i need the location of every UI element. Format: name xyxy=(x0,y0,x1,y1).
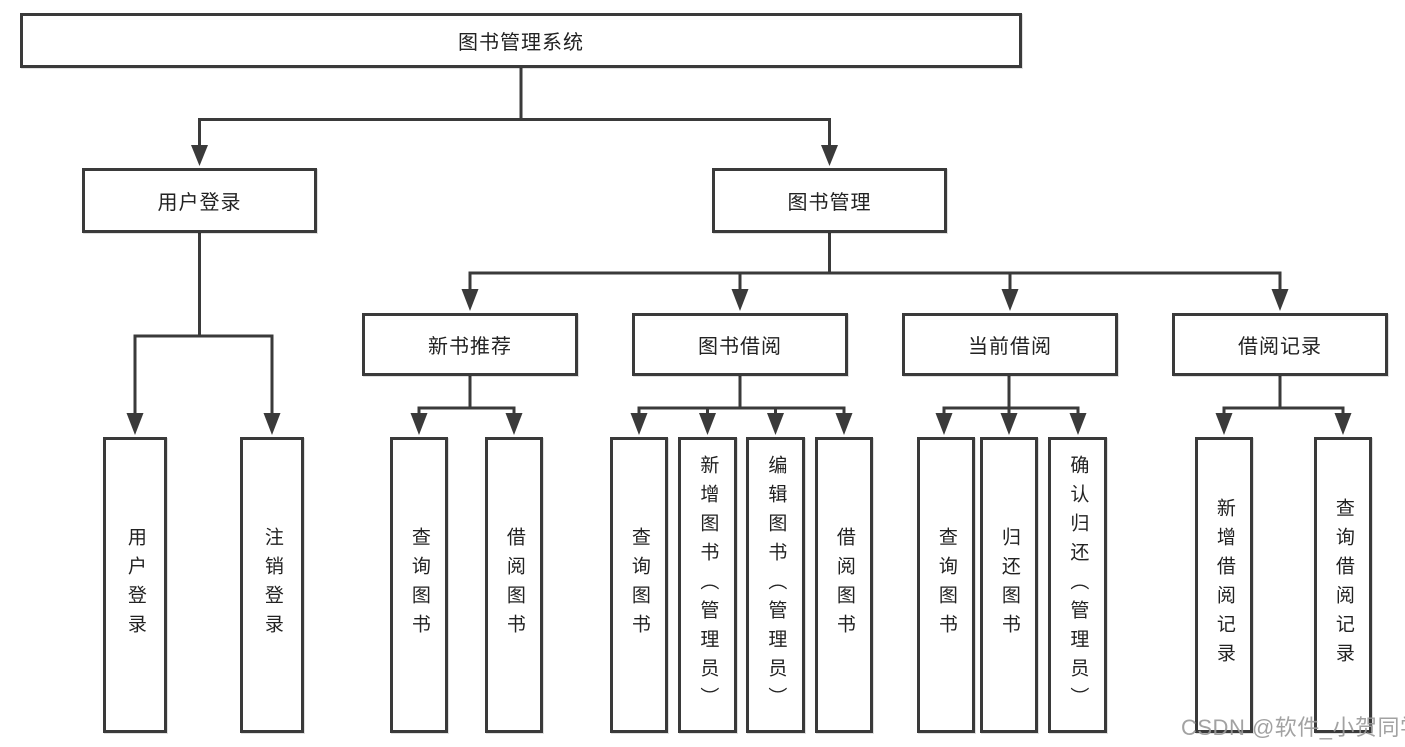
node-borrow-records: 借阅记录 xyxy=(1172,313,1388,376)
node-label: 图书借阅 xyxy=(698,336,782,358)
node-label: 用户登录 xyxy=(157,192,242,214)
leaf-label: 确认归还（管理员） xyxy=(1067,454,1089,716)
leaf-label: 归还图书 xyxy=(998,527,1020,643)
leaf-borrow-edit-book-admin: 编辑图书（管理员） xyxy=(746,437,805,733)
leaf-label: 借阅图书 xyxy=(503,527,525,643)
leaf-current-return-book: 归还图书 xyxy=(980,437,1038,733)
leaf-records-add-record: 新增借阅记录 xyxy=(1195,437,1253,733)
node-label: 图书管理系统 xyxy=(458,32,584,54)
leaf-label: 查询图书 xyxy=(408,527,430,643)
leaf-borrow-query-book: 查询图书 xyxy=(610,437,668,733)
leaf-records-query-record: 查询借阅记录 xyxy=(1314,437,1372,733)
leaf-label: 注销登录 xyxy=(261,527,283,643)
node-label: 当前借阅 xyxy=(968,336,1052,358)
leaf-current-query-book: 查询图书 xyxy=(917,437,975,733)
node-book-borrowing: 图书借阅 xyxy=(632,313,848,376)
connector-book-mgmt-to-level3 xyxy=(461,233,1289,311)
leaf-newbooks-borrow-book: 借阅图书 xyxy=(485,437,543,733)
node-label: 借阅记录 xyxy=(1238,336,1322,358)
connector-book-borrow-to-leaves xyxy=(630,376,853,435)
node-label: 新书推荐 xyxy=(428,336,512,358)
node-current-borrowing: 当前借阅 xyxy=(902,313,1118,376)
connector-user-login-to-leaves xyxy=(126,233,281,435)
leaf-label: 新增图书（管理员） xyxy=(697,454,719,716)
connector-new-books-to-leaves xyxy=(410,376,523,435)
leaf-user-login: 用户登录 xyxy=(103,437,167,733)
connector-borrow-records-to-leaves xyxy=(1215,376,1352,435)
leaf-borrow-add-book-admin: 新增图书（管理员） xyxy=(678,437,737,733)
node-user-login: 用户登录 xyxy=(82,168,317,233)
node-book-management: 图书管理 xyxy=(712,168,947,233)
leaf-current-confirm-return-admin: 确认归还（管理员） xyxy=(1048,437,1107,733)
leaf-label: 查询图书 xyxy=(628,527,650,643)
leaf-borrow-borrow-book: 借阅图书 xyxy=(815,437,873,733)
leaf-newbooks-query-book: 查询图书 xyxy=(390,437,448,733)
csdn-watermark: CSDN @软件_小贺同学 xyxy=(1181,715,1405,740)
connector-root-to-level2 xyxy=(191,66,838,166)
leaf-label: 查询借阅记录 xyxy=(1332,498,1354,672)
node-library-system: 图书管理系统 xyxy=(20,13,1022,68)
leaf-label: 新增借阅记录 xyxy=(1213,498,1235,672)
leaf-label: 借阅图书 xyxy=(833,527,855,643)
node-label: 图书管理 xyxy=(787,192,872,214)
node-new-book-recommend: 新书推荐 xyxy=(362,313,578,376)
leaf-label: 编辑图书（管理员） xyxy=(765,454,787,716)
leaf-logout-login: 注销登录 xyxy=(240,437,304,733)
connector-current-borrow-to-leaves xyxy=(935,376,1087,435)
leaf-label: 用户登录 xyxy=(124,527,146,643)
leaf-label: 查询图书 xyxy=(935,527,957,643)
